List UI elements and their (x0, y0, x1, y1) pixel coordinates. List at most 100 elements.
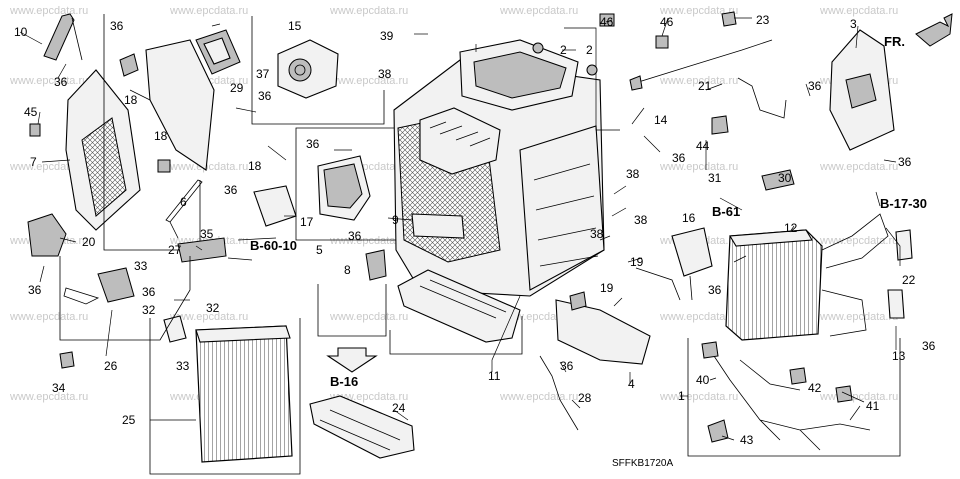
callout-36: 36 (348, 229, 362, 243)
callout-15: 15 (288, 19, 302, 33)
watermark-text: www.epcdata.ru (9, 311, 88, 323)
callout-36: 36 (54, 75, 68, 89)
reference-labels: B-60-10B-61B-17-30B-16 (250, 196, 927, 389)
callout-36: 36 (560, 359, 574, 373)
callout-36: 36 (28, 283, 42, 297)
group-box-b16 (317, 284, 387, 337)
reference-label: B-60-10 (250, 238, 297, 253)
part-24-duct (309, 395, 415, 459)
callout-30: 30 (778, 171, 792, 185)
part-20-sensor (27, 213, 67, 257)
callout-44: 44 (696, 139, 710, 153)
watermark-text: www.epcdata.ru (819, 161, 898, 173)
watermark-text: www.epcdata.ru (169, 161, 248, 173)
callout-17: 17 (300, 215, 314, 229)
part-34-bolt (59, 351, 75, 369)
callout-40: 40 (696, 373, 710, 387)
callout-43: 43 (740, 433, 754, 447)
part-25-evaporator (195, 325, 293, 463)
callout-24: 24 (392, 401, 406, 415)
callout-41: 41 (866, 399, 880, 413)
callout-2: 2 (560, 43, 567, 57)
callout-36: 36 (306, 137, 320, 151)
part-12-heater-core (725, 229, 823, 341)
callout-36: 36 (808, 79, 822, 93)
part-8-bracket (365, 249, 387, 281)
callout-14: 14 (654, 113, 668, 127)
group-box-18 (103, 14, 201, 251)
part-46-nut (599, 13, 615, 27)
callout-9: 9 (392, 213, 399, 227)
part-11-lower-duct (397, 269, 521, 343)
callout-26: 26 (104, 359, 118, 373)
watermark-text: www.epcdata.ru (169, 5, 248, 17)
callout-45: 45 (24, 105, 38, 119)
callout-34: 34 (52, 381, 66, 395)
watermark-text: www.epcdata.ru (329, 75, 408, 87)
callout-46: 46 (600, 15, 614, 29)
watermark-text: www.epcdata.ru (329, 5, 408, 17)
part-4-drain (555, 299, 651, 365)
callout-23: 23 (756, 13, 770, 27)
callout-36: 36 (142, 285, 156, 299)
callout-18: 18 (248, 159, 262, 173)
callout-27: 27 (168, 243, 182, 257)
part-1-harness (709, 349, 871, 451)
callout-6: 6 (180, 195, 187, 209)
callout-20: 20 (82, 235, 96, 249)
watermark-text: www.epcdata.ru (819, 235, 898, 247)
callout-12: 12 (784, 221, 798, 235)
callout-36: 36 (898, 155, 912, 169)
callout-22: 22 (902, 273, 916, 287)
callout-32: 32 (142, 303, 156, 317)
watermark-text: www.epcdata.ru (9, 5, 88, 17)
callout-5: 5 (316, 243, 323, 257)
callout-16: 16 (682, 211, 696, 225)
callout-38: 38 (378, 67, 392, 81)
group-box-1 (687, 338, 901, 457)
front-direction-label: FR. (884, 34, 905, 49)
part-23-clip (721, 11, 737, 27)
front-arrow-icon (915, 13, 953, 47)
watermark-text: www.epcdata.ru (329, 235, 408, 247)
callout-36: 36 (110, 19, 124, 33)
watermark-text: www.epcdata.ru (819, 5, 898, 17)
callout-29: 29 (230, 81, 244, 95)
callout-8: 8 (344, 263, 351, 277)
watermark-text: www.epcdata.ru (819, 391, 898, 403)
part-26-valve (97, 267, 135, 303)
part-18-lever (119, 53, 139, 77)
callout-18: 18 (124, 93, 138, 107)
callout-7: 7 (30, 155, 37, 169)
callout-13: 13 (892, 349, 906, 363)
part-9-filter-door (411, 213, 465, 239)
group-box-11 (389, 316, 523, 355)
callout-2: 2 (586, 43, 593, 57)
callout-28: 28 (578, 391, 592, 405)
callout-21: 21 (698, 79, 712, 93)
callout-36: 36 (708, 283, 722, 297)
callout-4: 4 (628, 377, 635, 391)
reference-label: B-61 (712, 204, 740, 219)
watermark-text: www.epcdata.ru (659, 161, 738, 173)
part-18-clip (157, 159, 171, 173)
callout-19: 19 (600, 281, 614, 295)
part-18-door (145, 39, 215, 171)
callout-19: 19 (630, 255, 644, 269)
part-b16-arrow (326, 347, 378, 373)
group-box-26 (59, 256, 191, 341)
diagram-code: SFFKB1720A (612, 458, 673, 469)
watermark-text: www.epcdata.ru (659, 75, 738, 87)
callout-33: 33 (176, 359, 190, 373)
callout-25: 25 (122, 413, 136, 427)
watermark-text: www.epcdata.ru (9, 75, 88, 87)
callout-36: 36 (922, 339, 936, 353)
callout-10: 10 (14, 25, 28, 39)
callout-18: 18 (154, 129, 168, 143)
watermark-text: www.epcdata.ru (169, 311, 248, 323)
callout-33: 33 (134, 259, 148, 273)
reference-label: B-16 (330, 374, 358, 389)
watermark-text: www.epcdata.ru (499, 5, 578, 17)
